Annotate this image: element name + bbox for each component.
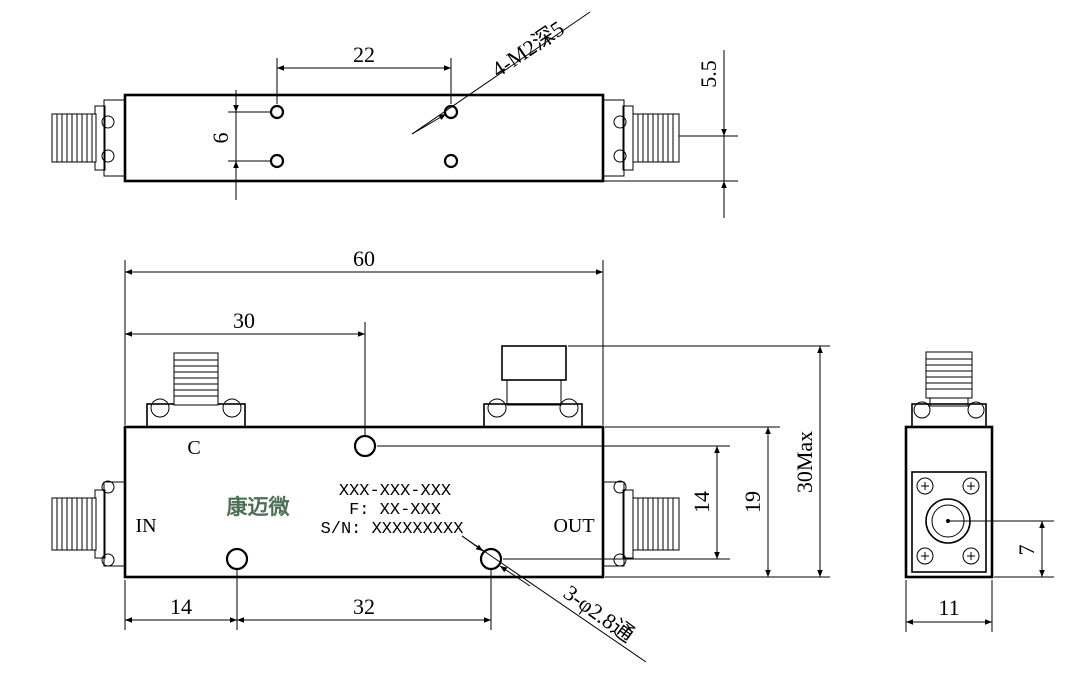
out-port-connector bbox=[602, 480, 680, 567]
top-hole bbox=[269, 104, 285, 120]
dim-edge-offset: 5.5 bbox=[696, 60, 721, 88]
dim-total-height: 30Max bbox=[792, 431, 817, 493]
dim-side-width: 11 bbox=[938, 595, 959, 620]
top-hole bbox=[269, 153, 285, 169]
port-label-out: OUT bbox=[553, 515, 594, 537]
callout-through-holes: 3-φ2.8通 bbox=[559, 580, 639, 648]
through-hole bbox=[225, 547, 249, 571]
dim-connector-height: 7 bbox=[1014, 545, 1039, 556]
serial-number: S/N: XXXXXXXXX bbox=[321, 520, 464, 539]
dim-hole-pitch: 32 bbox=[353, 594, 375, 619]
side-connector-flange bbox=[911, 471, 987, 573]
port-label-coupled: C bbox=[187, 437, 200, 459]
top-right-connector bbox=[602, 99, 680, 177]
flange-screw bbox=[962, 547, 980, 565]
top-hole bbox=[443, 153, 459, 169]
dim-row-spacing: 6 bbox=[208, 133, 233, 144]
coupled-port-connector bbox=[146, 352, 246, 428]
frequency-range: F: XX-XXX bbox=[349, 501, 441, 520]
dim-coupled-port-pos: 30 bbox=[233, 308, 255, 333]
top-view: 22 6 5.5 4-M2深5 bbox=[51, 11, 738, 218]
model-number: XXX-XXX-XXX bbox=[339, 482, 451, 501]
dim-hole-height: 14 bbox=[689, 491, 714, 513]
flange-screw bbox=[916, 477, 934, 495]
dim-hole-left: 14 bbox=[170, 594, 192, 619]
flange-screw bbox=[962, 477, 980, 495]
side-top-connector bbox=[911, 351, 987, 428]
top-left-connector bbox=[51, 99, 126, 177]
port-label-in: IN bbox=[135, 515, 156, 537]
brand-logo: 康迈微 bbox=[227, 495, 291, 519]
through-hole bbox=[353, 434, 377, 458]
through-hole bbox=[479, 547, 503, 571]
flange-screw bbox=[916, 547, 934, 565]
dim-hole-spacing: 22 bbox=[353, 42, 375, 67]
callout-tapped-holes: 4-M2深5 bbox=[487, 16, 569, 83]
front-view: C IN OUT 康迈微 XXX-XXX-XXX F: XX-XXX S/N: … bbox=[51, 246, 830, 663]
dim-length: 60 bbox=[353, 246, 375, 271]
top-body bbox=[123, 93, 605, 183]
dim-body-height: 19 bbox=[740, 491, 765, 513]
side-view: 11 7 bbox=[904, 351, 1054, 632]
load-termination bbox=[483, 345, 583, 428]
in-port-connector bbox=[51, 480, 126, 567]
